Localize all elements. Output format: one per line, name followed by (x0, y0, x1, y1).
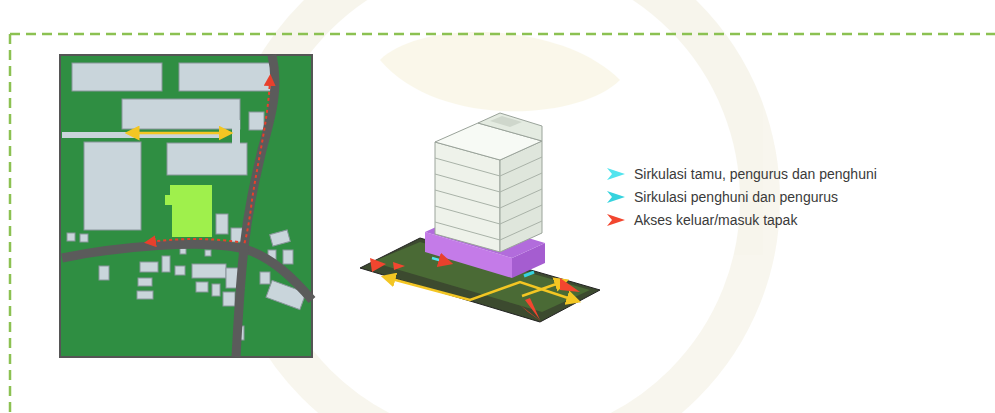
floor-line (435, 190, 500, 208)
watermark (240, 0, 760, 413)
floor-line (435, 158, 500, 176)
building-massing (360, 113, 600, 322)
floor-line (435, 222, 500, 240)
legend-entry: Sirkulasi penghuni dan pengurus (606, 185, 877, 208)
floor-line (500, 157, 542, 176)
legend-label: Akses keluar/masuk tapak (634, 212, 797, 228)
floor-line (500, 205, 542, 224)
floor-line (500, 189, 542, 208)
legend-arrow (606, 166, 626, 182)
legend-entry: Sirkulasi tamu, pengurus dan penghuni (606, 162, 877, 185)
legend: Sirkulasi tamu, pengurus dan penghuniSir… (606, 162, 877, 231)
floor-line (500, 173, 542, 192)
legend-label: Sirkulasi tamu, pengurus dan penghuni (634, 166, 877, 182)
floor-line (500, 221, 542, 240)
legend-arrow (606, 189, 626, 205)
dashed-frame (10, 34, 995, 413)
legend-arrow (606, 212, 626, 228)
legend-label: Sirkulasi penghuni dan pengurus (634, 189, 838, 205)
floor-line (435, 174, 500, 192)
legend-entry: Akses keluar/masuk tapak (606, 208, 877, 231)
floor-line (435, 206, 500, 224)
site-map (60, 55, 312, 357)
